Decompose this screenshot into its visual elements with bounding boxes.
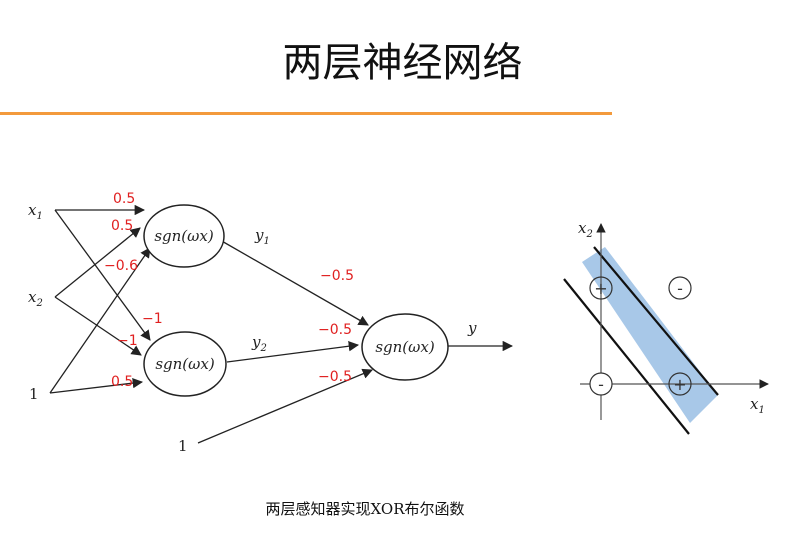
plus-point-1-0 bbox=[668, 372, 692, 396]
slide-title: 两层神经网络 bbox=[282, 40, 523, 86]
weight-x2-h2: −1 bbox=[117, 333, 138, 349]
minus-point-1-1-sign: - bbox=[677, 279, 683, 298]
edge-b-h2 bbox=[49, 377, 144, 394]
title-underline bbox=[0, 112, 612, 115]
weight-b-out: −0.5 bbox=[318, 369, 352, 385]
edge-b2-out bbox=[197, 368, 373, 444]
output-node bbox=[361, 313, 449, 381]
hidden-node-1 bbox=[143, 204, 225, 268]
minus-point-1-1 bbox=[668, 276, 692, 300]
hidden-output-y2-label: y2 bbox=[251, 333, 267, 354]
output-node-label: sgn(ωx) bbox=[375, 338, 435, 356]
weight-x1-h2: −1 bbox=[142, 311, 163, 327]
weight-b-h2: 0.5 bbox=[111, 374, 133, 390]
xor-positive-region bbox=[582, 247, 718, 423]
weight-x2-h1: 0.5 bbox=[111, 218, 133, 234]
weight-x1-h1: 0.5 bbox=[113, 191, 135, 207]
plus-point-0-1-sign: + bbox=[594, 279, 607, 298]
weight-y2-out: −0.5 bbox=[318, 322, 352, 338]
edge-x2-h2 bbox=[54, 296, 142, 356]
edge-b-h1 bbox=[49, 247, 151, 394]
edge-x1-h2 bbox=[54, 209, 151, 341]
hidden-node-2 bbox=[143, 331, 227, 397]
x1-axis-label: x1 bbox=[750, 395, 765, 416]
minus-point-0-0 bbox=[589, 372, 613, 396]
edge-h2-out bbox=[226, 341, 360, 363]
x2-axis-label: x2 bbox=[578, 219, 593, 240]
minus-point-0-0-sign: - bbox=[598, 375, 604, 394]
input-x1-label: x1 bbox=[28, 201, 43, 222]
decision-line-lower bbox=[563, 278, 690, 435]
edge-x2-h1 bbox=[54, 227, 141, 298]
hidden-bias-label: 1 bbox=[178, 437, 188, 455]
hidden-node-2-label: sgn(ωx) bbox=[155, 355, 215, 373]
plus-point-1-0-sign: + bbox=[673, 375, 686, 394]
weight-y1-out: −0.5 bbox=[320, 268, 354, 284]
figure-caption: 两层感知器实现XOR布尔函数 bbox=[265, 500, 465, 518]
hidden-output-y1-label: y1 bbox=[254, 226, 270, 247]
hidden-node-1-label: sgn(ωx) bbox=[154, 227, 214, 245]
input-bias-label: 1 bbox=[29, 385, 39, 403]
input-x2-label: x2 bbox=[28, 288, 43, 309]
decision-line-upper bbox=[593, 246, 719, 396]
edge-h1-out bbox=[219, 239, 369, 326]
plus-point-0-1 bbox=[589, 276, 613, 300]
weight-b-h1: −0.6 bbox=[104, 258, 138, 274]
output-y-label: y bbox=[467, 319, 477, 337]
